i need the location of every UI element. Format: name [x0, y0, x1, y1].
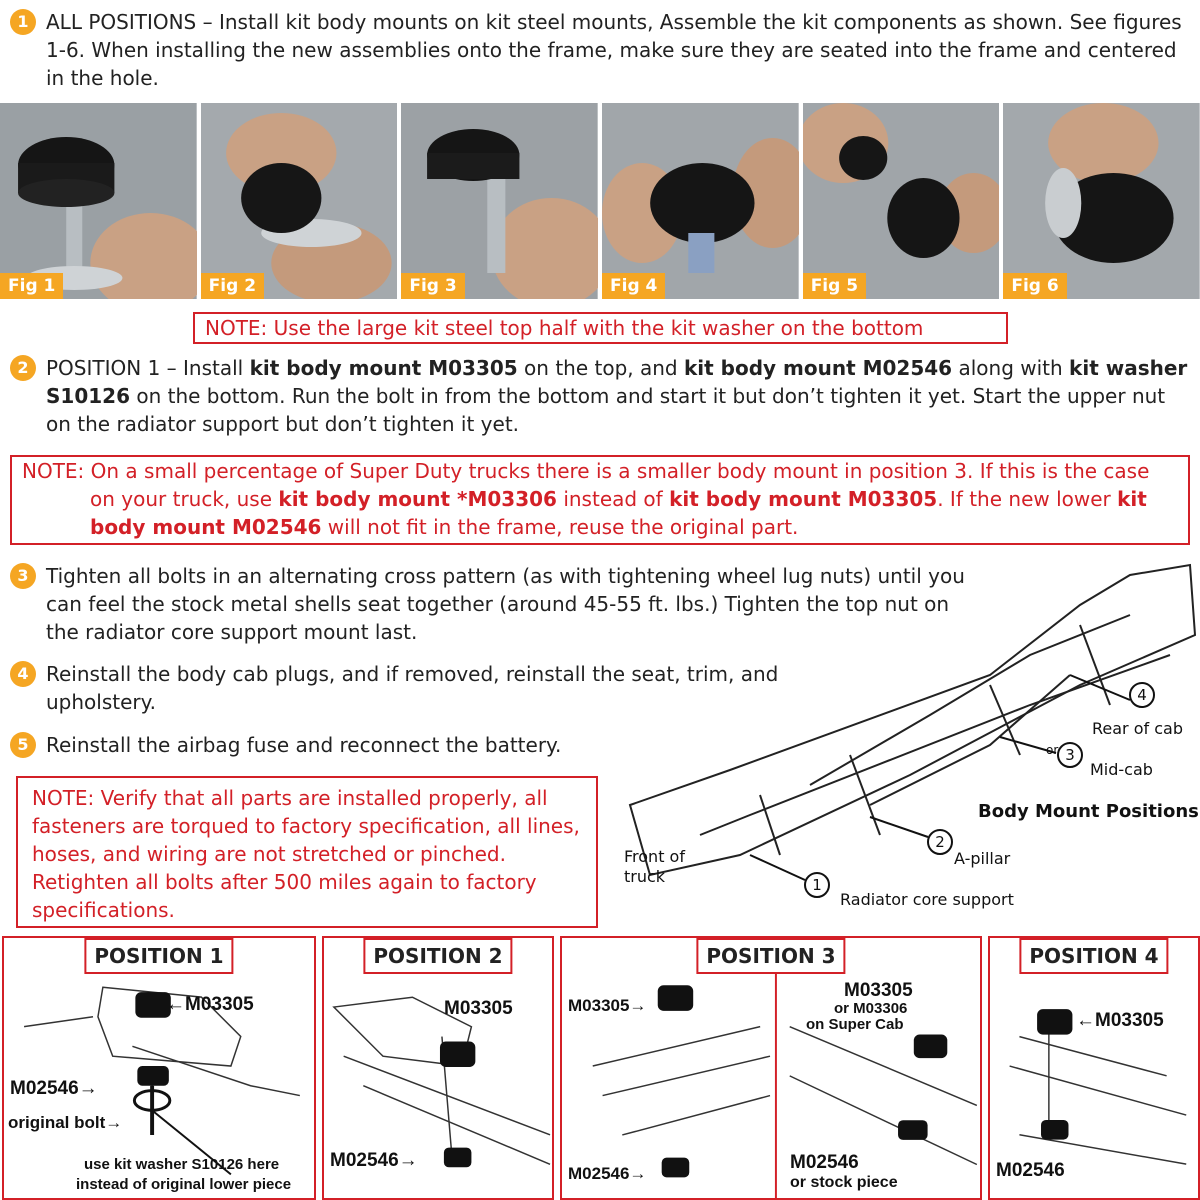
callout-3-prefix: or: [1046, 743, 1059, 757]
figure-3: Fig 3: [401, 103, 599, 299]
position-2-m02546: M02546→: [330, 1150, 418, 1171]
step-1-number: 1: [10, 9, 36, 35]
callout-1-label: Radiator core support: [840, 890, 1014, 909]
note-verify: NOTE: Verify that all parts are installe…: [16, 776, 598, 928]
frame-drawing: 1 2 3 4: [628, 563, 1197, 898]
position-3-panel: POSITION 3 M03305→ M02546→ M03305 or M03…: [560, 936, 982, 1200]
figure-4-label: Fig 4: [602, 273, 666, 299]
step-3-text: Tighten all bolts in an alternating cros…: [46, 564, 965, 644]
position-3-right-stock: or stock piece: [790, 1174, 898, 1191]
position-4-panel: POSITION 4 ←M03305 M02546: [988, 936, 1200, 1200]
step-3: 3 Tighten all bolts in an alternating cr…: [10, 562, 970, 646]
position-panels: POSITION 1 ←M03305 M02546→ original bolt…: [0, 936, 1200, 1200]
position-3-right-m02546: M02546: [790, 1152, 859, 1173]
callout-4-label: Rear of cab: [1092, 719, 1183, 738]
step-2-text: POSITION 1 – Install kit body mount M033…: [46, 356, 1188, 436]
callout-2-number: 2: [935, 833, 945, 851]
note-kit-steel: NOTE: Use the large kit steel top half w…: [193, 312, 1008, 344]
step-2: 2 POSITION 1 – Install kit body mount M0…: [10, 354, 1195, 438]
position-3-m02546: M02546→: [568, 1164, 647, 1183]
figure-2-label: Fig 2: [200, 273, 265, 299]
figure-4: Fig 4: [602, 103, 799, 299]
callout-1-number: 1: [812, 876, 822, 894]
position-1-panel: POSITION 1 ←M03305 M02546→ original bolt…: [2, 936, 316, 1200]
callout-4-number: 4: [1137, 686, 1147, 704]
step-2-number: 2: [10, 355, 36, 381]
figure-5-label: Fig 5: [802, 273, 867, 299]
position-1-title: POSITION 1: [84, 938, 234, 974]
figure-row: Fig 1 Fig 2 Fig 3 Fig 4: [0, 103, 1200, 299]
position-3-right-m03306: or M03306: [834, 1000, 908, 1017]
figure-6: Fig 6: [1003, 103, 1200, 299]
step-1: 1 ALL POSITIONS – Install kit body mount…: [10, 8, 1195, 92]
step-5-number: 5: [10, 732, 36, 758]
step-5: 5 Reinstall the airbag fuse and reconnec…: [10, 731, 710, 759]
note-super-duty: NOTE: On a small percentage of Super Dut…: [10, 455, 1190, 545]
position-1-washer-note-2: instead of original lower piece: [76, 1176, 292, 1193]
frame-diagram-title: Body Mount Positions: [978, 801, 1199, 822]
step-5-text: Reinstall the airbag fuse and reconnect …: [46, 733, 562, 757]
position-2-title: POSITION 2: [363, 938, 513, 974]
callout-3-number: 3: [1065, 746, 1075, 764]
position-1-washer-note-1: use kit washer S10126 here: [84, 1156, 280, 1173]
position-2-panel: POSITION 2 M03305 M02546→: [322, 936, 554, 1200]
figure-5: Fig 5: [802, 103, 1000, 299]
position-4-title: POSITION 4: [1019, 938, 1169, 974]
position-4-m03305: ←M03305: [1076, 1010, 1164, 1031]
step-4: 4 Reinstall the body cab plugs, and if r…: [10, 660, 790, 716]
figure-2: Fig 2: [200, 103, 398, 299]
figure-1-label: Fig 1: [0, 273, 64, 299]
step-4-number: 4: [10, 661, 36, 687]
position-3-title: POSITION 3: [696, 938, 846, 974]
step-1-text: ALL POSITIONS – Install kit body mounts …: [46, 10, 1182, 90]
position-3-right-supercab: on Super Cab: [806, 1016, 904, 1033]
step-3-number: 3: [10, 563, 36, 589]
position-3-m03305: M03305→: [568, 996, 647, 1015]
callout-3-label: Mid-cab: [1090, 760, 1153, 779]
frame-diagram: 1 2 3 4 Radiator core support A-pillar o…: [610, 555, 1200, 925]
front-of-truck-label: Front of truck: [624, 847, 685, 886]
position-1-m03305: ←M03305: [166, 994, 254, 1015]
position-2-m03305: M03305: [444, 998, 513, 1019]
step-4-text: Reinstall the body cab plugs, and if rem…: [46, 662, 779, 714]
position-1-m02546: M02546→: [10, 1078, 98, 1099]
position-1-original-bolt: original bolt→: [8, 1113, 123, 1132]
figure-6-label: Fig 6: [1003, 273, 1067, 299]
figure-1: Fig 1: [0, 103, 197, 299]
callout-2-label: A-pillar: [954, 849, 1011, 868]
position-4-m02546: M02546: [996, 1160, 1065, 1181]
figure-3-label: Fig 3: [401, 273, 465, 299]
position-3-right-m03305: M03305: [844, 980, 913, 1001]
